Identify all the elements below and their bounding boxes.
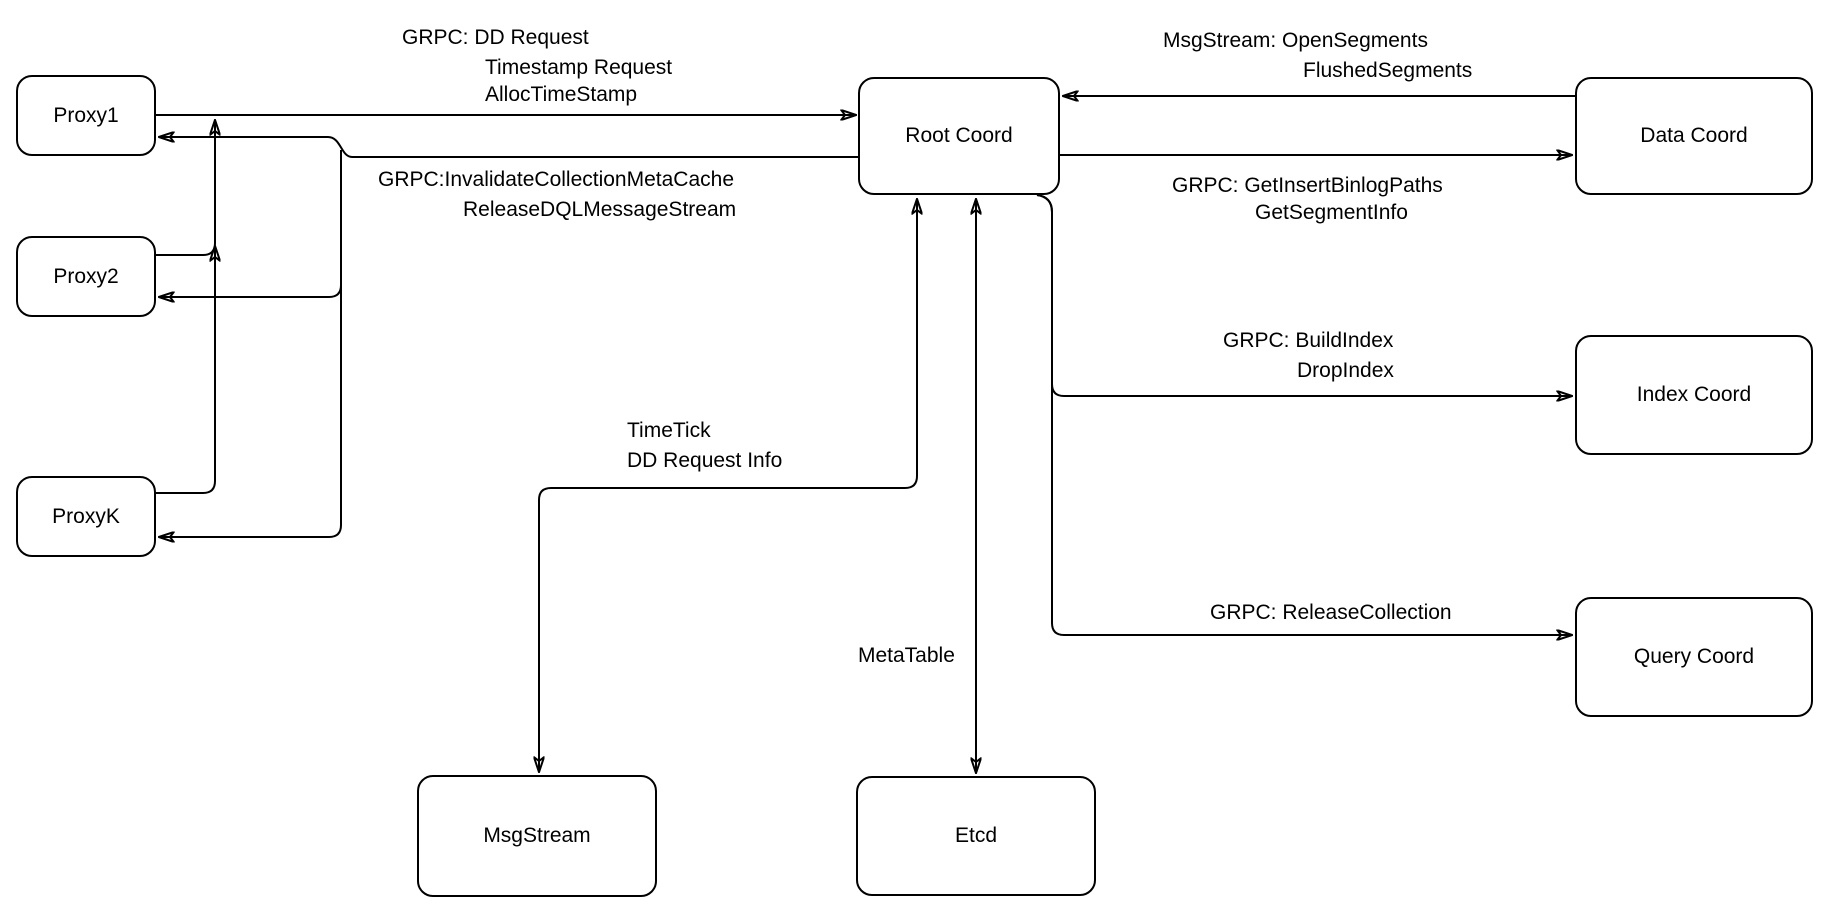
edge-label-root-to-msgstream-line1: TimeTick <box>627 419 711 442</box>
node-root-coord: Root Coord <box>858 77 1060 195</box>
node-proxy1: Proxy1 <box>16 75 156 156</box>
node-proxy1-label: Proxy1 <box>53 103 119 127</box>
edge-label-data-to-root-line2: FlushedSegments <box>1303 59 1473 82</box>
edge-proxyk-merge-up <box>155 246 215 494</box>
edge-label-root-to-data-line2: GetSegmentInfo <box>1255 201 1408 224</box>
node-proxyk-label: ProxyK <box>52 504 120 528</box>
edge-label-root-to-index-line2: DropIndex <box>1297 359 1394 382</box>
node-etcd-label: Etcd <box>954 824 998 847</box>
edge-label-proxy-to-root-line2: Timestamp Request <box>485 56 673 79</box>
edge-rootcoord-to-querycoord <box>1036 194 1572 635</box>
edge-label-root-to-proxy-line1: GRPC:InvalidateCollectionMetaCache <box>378 168 735 191</box>
edge-rootcoord-to-proxy1 <box>159 137 858 158</box>
edge-label-root-to-index-line1: GRPC: BuildIndex <box>1223 329 1394 352</box>
edge-label-root-to-etcd-line1: MetaTable <box>858 644 955 667</box>
node-etcd: Etcd <box>856 776 1096 896</box>
edge-rootcoord-to-proxyk <box>159 150 342 537</box>
node-proxyk: ProxyK <box>16 476 156 557</box>
edge-rootcoord-msgstream <box>539 199 917 772</box>
edge-label-proxy-to-root-line1: GRPC: DD Request <box>402 26 589 49</box>
node-msgstream-label: MsgStream <box>483 824 591 847</box>
edge-proxy2-merge-up <box>155 120 215 256</box>
edge-rootcoord-to-proxy2 <box>159 150 342 297</box>
node-root-coord-label: Root Coord <box>905 124 1013 147</box>
node-data-coord: Data Coord <box>1575 77 1813 195</box>
edge-label-root-to-query-line1: GRPC: ReleaseCollection <box>1210 601 1452 624</box>
node-index-coord: Index Coord <box>1575 335 1813 455</box>
node-query-coord: Query Coord <box>1575 597 1813 717</box>
node-proxy2-label: Proxy2 <box>53 264 119 288</box>
edge-label-data-to-root-line1: MsgStream: OpenSegments <box>1163 29 1428 52</box>
node-query-coord-label: Query Coord <box>1633 645 1755 668</box>
edge-label-root-to-msgstream-line2: DD Request Info <box>627 449 783 472</box>
node-msgstream: MsgStream <box>417 775 657 897</box>
edge-label-proxy-to-root-line3: AllocTimeStamp <box>485 83 638 106</box>
node-data-coord-label: Data Coord <box>1640 124 1748 147</box>
edge-label-root-to-proxy-line2: ReleaseDQLMessageStream <box>463 198 737 221</box>
node-proxy2: Proxy2 <box>16 236 156 317</box>
edge-label-root-to-data-line1: GRPC: GetInsertBinlogPaths <box>1172 174 1443 197</box>
node-index-coord-label: Index Coord <box>1636 383 1752 406</box>
